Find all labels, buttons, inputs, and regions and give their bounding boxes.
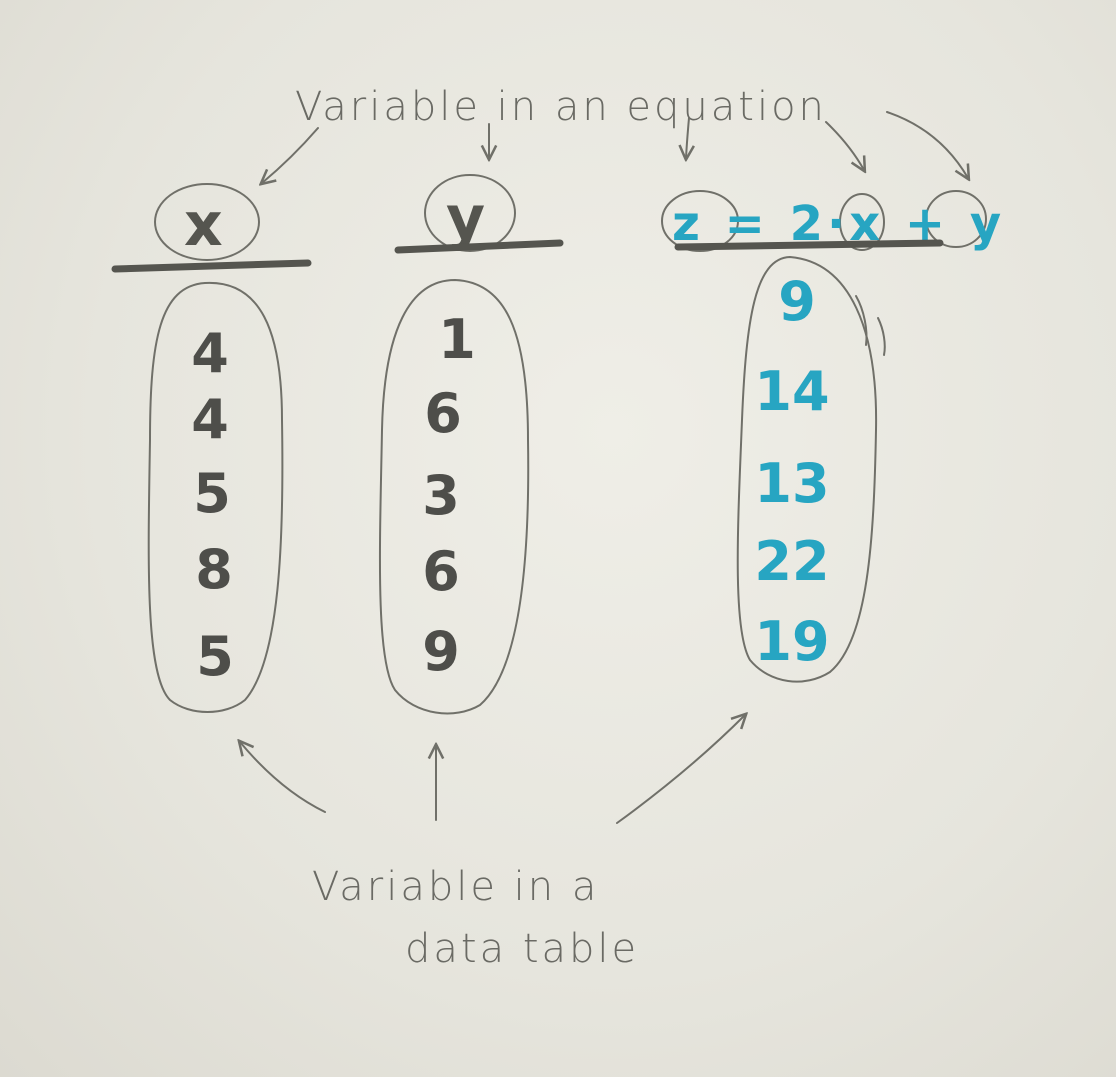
annotation-top: Variable in an equation bbox=[295, 84, 827, 130]
z-value: 9 bbox=[778, 270, 816, 333]
arrow-to-x-in-equation bbox=[825, 121, 864, 170]
z-value: 22 bbox=[754, 530, 829, 593]
y-value: 6 bbox=[424, 382, 462, 445]
arrow-to-z bbox=[686, 117, 689, 158]
x-header-rule bbox=[111, 259, 312, 273]
y-header: y bbox=[446, 183, 485, 253]
x-values: 4 4 5 8 5 bbox=[191, 322, 234, 688]
x-column-oval bbox=[147, 281, 284, 713]
y-in-equation-circle bbox=[925, 190, 987, 248]
z-header-circle bbox=[661, 190, 739, 252]
z-value: 13 bbox=[754, 452, 829, 515]
y-values: 1 6 3 6 9 bbox=[422, 308, 476, 683]
arrow-to-x bbox=[262, 127, 319, 183]
y-value: 3 bbox=[422, 464, 460, 527]
y-header-rule bbox=[394, 239, 564, 254]
y-value: 1 bbox=[438, 308, 476, 371]
arrow-to-y-in-equation bbox=[886, 111, 968, 178]
x-in-equation-circle bbox=[839, 193, 885, 251]
x-value: 4 bbox=[191, 322, 229, 385]
annotation-bottom-line1: Variable in a bbox=[312, 864, 599, 910]
z-value: 14 bbox=[754, 360, 829, 423]
x-value: 4 bbox=[191, 388, 229, 451]
z-values: 9 14 13 22 19 bbox=[754, 270, 829, 673]
z-column-oval-tail bbox=[855, 295, 886, 356]
x-header: x bbox=[184, 190, 223, 260]
y-header-circle bbox=[424, 174, 516, 252]
z-header-rule bbox=[674, 239, 944, 251]
z-column-oval bbox=[736, 256, 878, 683]
y-value: 9 bbox=[422, 620, 460, 683]
z-value: 19 bbox=[754, 610, 829, 673]
y-column-oval bbox=[378, 279, 530, 715]
y-value: 6 bbox=[422, 540, 460, 603]
x-value: 8 bbox=[195, 538, 233, 601]
annotation-bottom-line2: data table bbox=[405, 926, 639, 972]
arrow-to-z-column bbox=[616, 715, 745, 824]
arrow-to-x-column bbox=[240, 742, 326, 813]
x-value: 5 bbox=[196, 625, 234, 688]
x-value: 5 bbox=[193, 462, 231, 525]
x-header-circle bbox=[154, 183, 260, 261]
